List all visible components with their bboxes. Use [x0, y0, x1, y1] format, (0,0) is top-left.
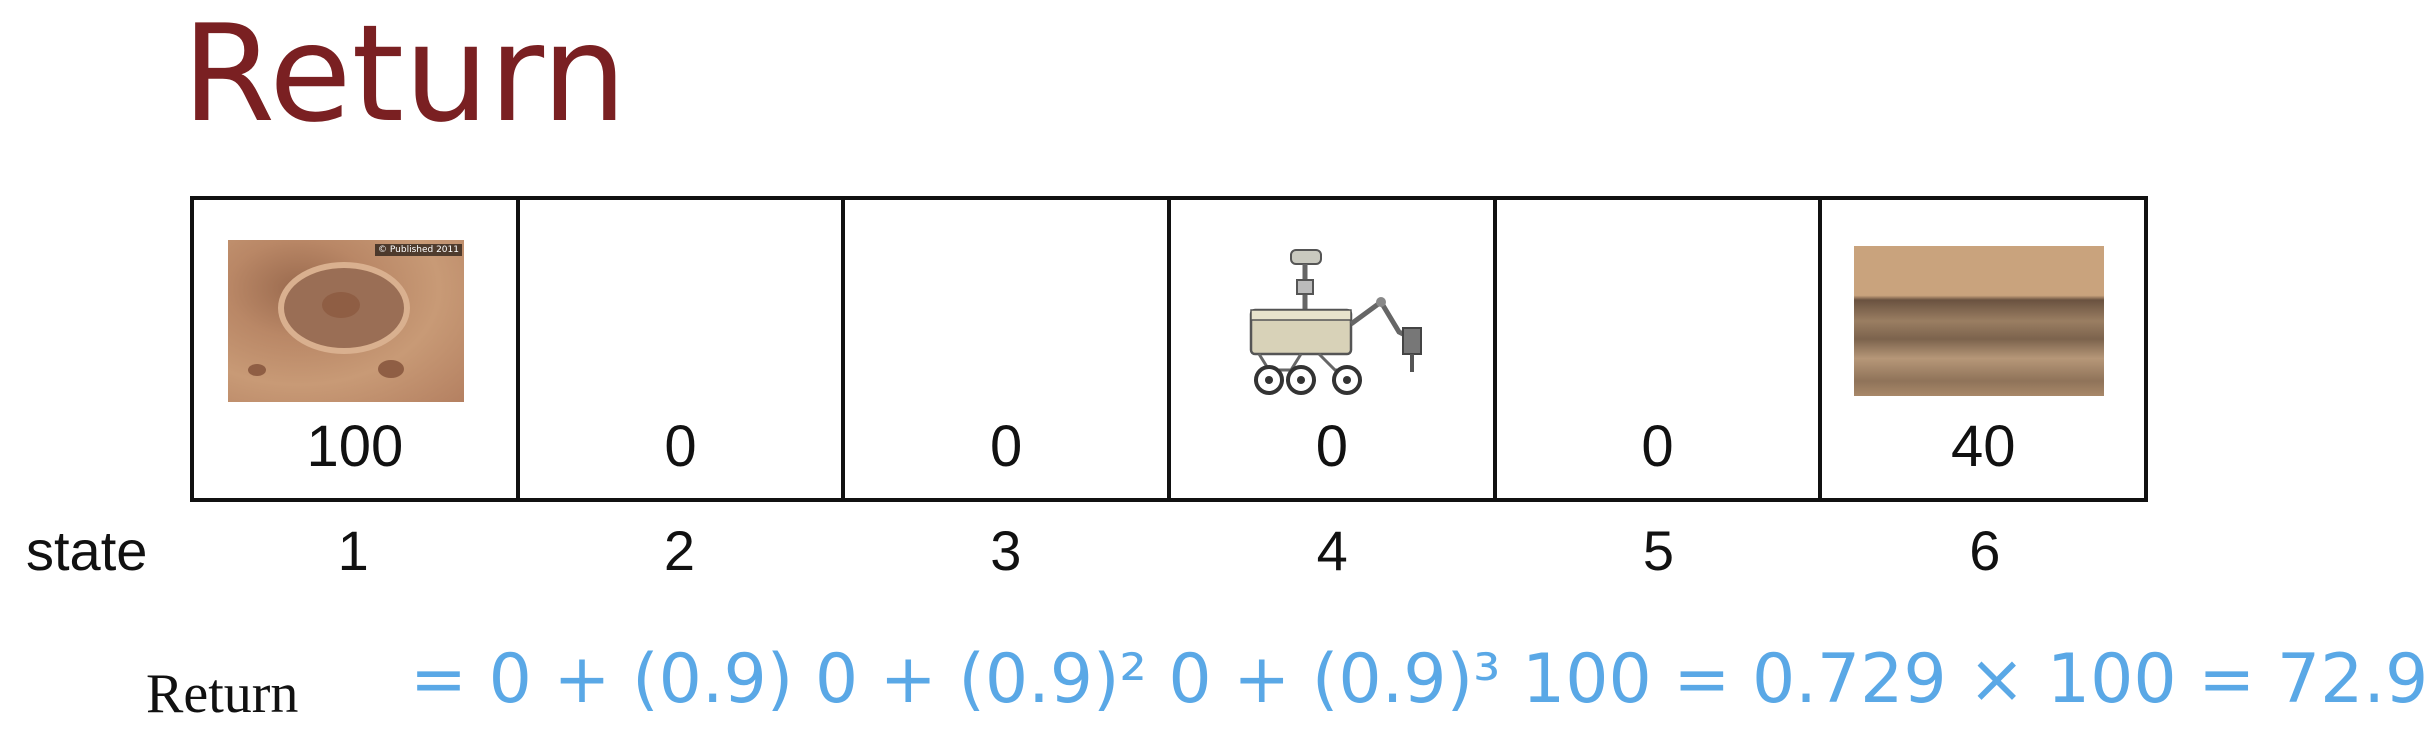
state-cell-1: © Published 2011 100: [194, 200, 520, 498]
rover-icon: [1249, 249, 1423, 395]
state-cell-5: 0: [1497, 200, 1823, 498]
state-cell-6: 40: [1822, 200, 2144, 498]
reward-value: 40: [1950, 414, 2016, 479]
slide-title: Return: [182, 0, 627, 152]
state-numbers: 1 2 3 4 5 6: [190, 518, 2148, 583]
state-number: 1: [337, 519, 369, 582]
reward-value: 100: [306, 414, 404, 479]
state-number: 6: [1969, 519, 2001, 582]
reward-value: 0: [664, 414, 697, 479]
return-label: Return: [146, 663, 299, 725]
state-cell-2: 0: [520, 200, 846, 498]
reward-value: 0: [990, 414, 1023, 479]
state-cell-3: 0: [845, 200, 1172, 498]
state-cell-4: 0: [1171, 200, 1497, 498]
state-number: 3: [990, 519, 1022, 582]
state-axis-label: state: [26, 519, 148, 582]
image-caption: © Published 2011: [375, 244, 462, 256]
crater-image: © Published 2011: [228, 240, 464, 402]
state-number: 4: [1316, 519, 1348, 582]
return-equation: = 0 + (0.9) 0 + (0.9)² 0 + (0.9)³ 100 = …: [410, 640, 2428, 719]
state-number: 5: [1642, 519, 1675, 582]
mars-landscape-image: [1854, 246, 2105, 396]
reward-value: 0: [1641, 414, 1674, 479]
state-grid: © Published 2011 100 0 0: [190, 196, 2148, 502]
reward-value: 0: [1315, 414, 1348, 479]
state-number: 2: [663, 519, 696, 582]
